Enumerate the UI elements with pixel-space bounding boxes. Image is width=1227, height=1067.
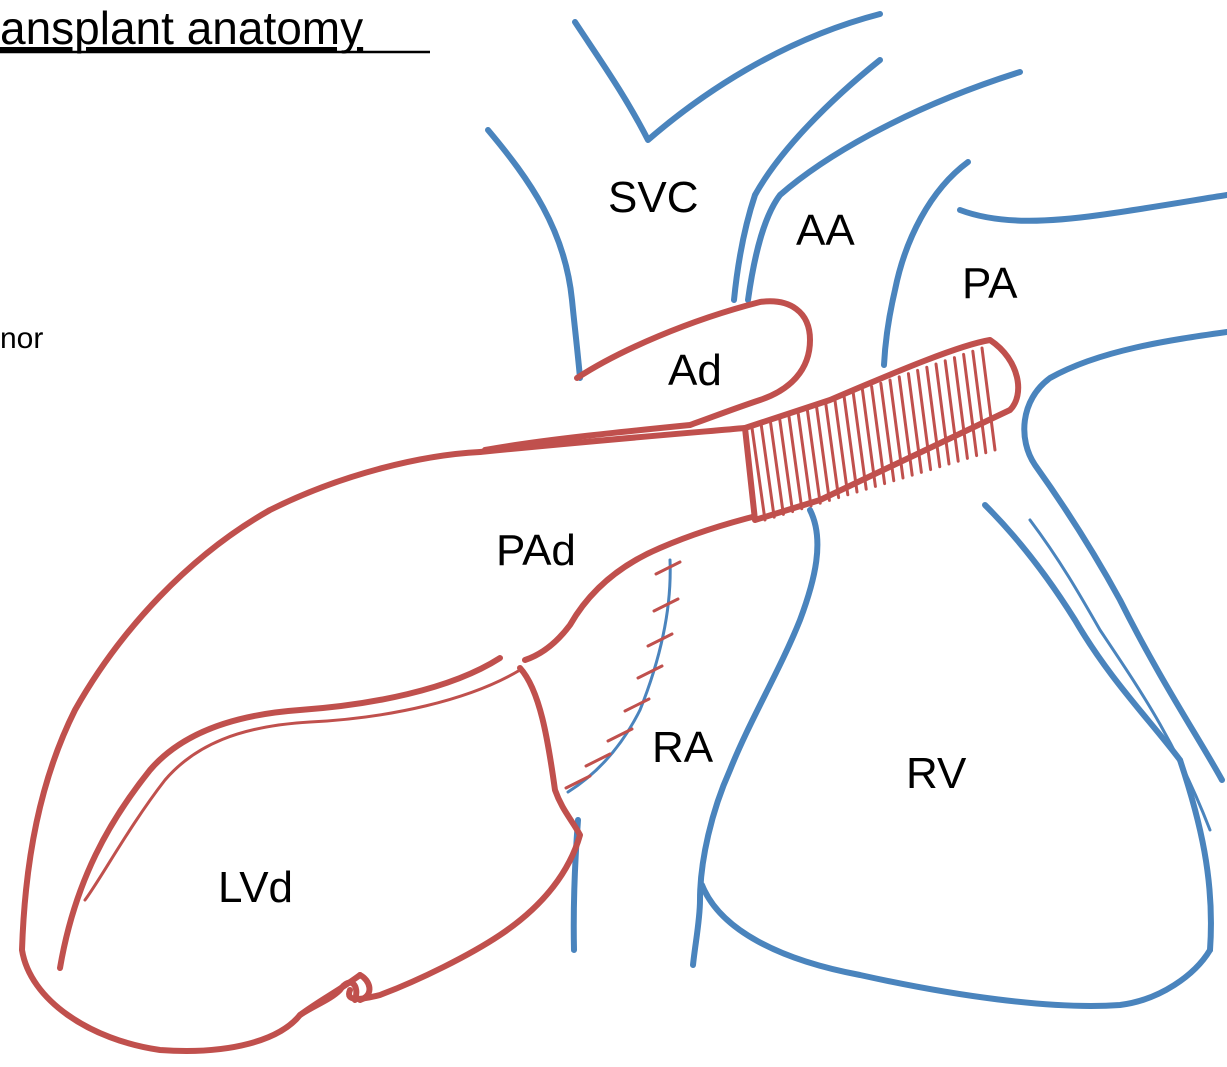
septum-inner (1030, 520, 1210, 830)
label-ra: RA (652, 723, 714, 772)
label-ad: Ad (668, 346, 722, 395)
donor-structures (22, 301, 1018, 1051)
side-text-fragment: nor (0, 322, 43, 355)
ra-stitch (656, 562, 680, 574)
label-lvd: LVd (218, 863, 293, 912)
ra-stitch (608, 729, 632, 741)
ra-stitch (625, 699, 649, 711)
lv-right-boundary (349, 668, 580, 999)
label-pad: PAd (496, 526, 576, 575)
lv-apex-notch (360, 975, 369, 1000)
pa-anastomosis-band (745, 340, 1018, 520)
label-rv: RV (906, 749, 967, 798)
svc-top-outline (575, 14, 880, 140)
pa-top-wall (960, 195, 1227, 221)
pa-left-wall (884, 162, 968, 365)
ra-stitch (654, 599, 678, 611)
label-pa: PA (962, 259, 1018, 308)
diagram-title: ansplant anatomy (0, 2, 363, 54)
rv-right-wall (1180, 760, 1211, 950)
rv-bottom-wall (702, 885, 1210, 1006)
svc-left-wall (488, 130, 580, 378)
donor-pa-upper (22, 452, 480, 1051)
recipient-structures (488, 14, 1227, 1006)
septum-outer (985, 505, 1180, 760)
label-svc: SVC (608, 173, 698, 222)
ra-stitch (638, 666, 662, 678)
lv-upper-inner (85, 670, 520, 900)
label-aa: AA (796, 206, 855, 255)
